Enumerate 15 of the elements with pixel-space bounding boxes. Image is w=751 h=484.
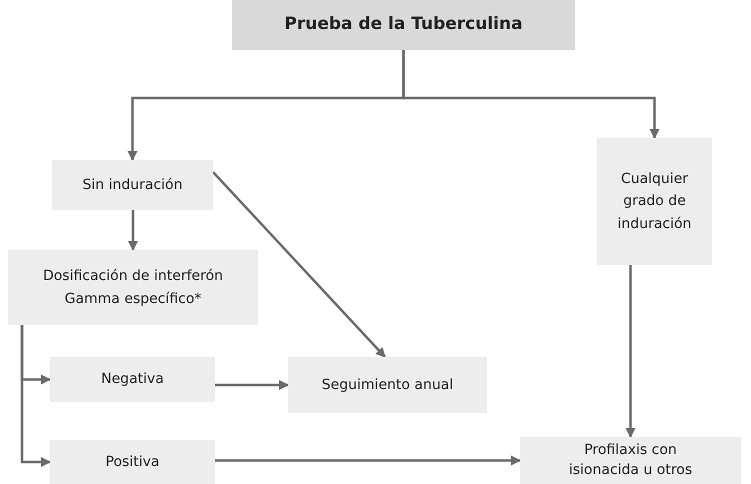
title-box: Prueba de la Tuberculina xyxy=(232,0,575,50)
arrow xyxy=(215,456,521,466)
result-box: Negativa xyxy=(50,357,215,402)
result-box: Positiva xyxy=(50,440,215,484)
arrow xyxy=(212,171,386,358)
arrow xyxy=(626,265,636,438)
process-box: Dosificación de interferón Gamma específico* xyxy=(8,250,258,325)
process-box: Profilaxis con isionacida u otros xyxy=(520,437,741,484)
process-box: Sin induración xyxy=(52,160,213,210)
process-box: Cualquier grado de induración xyxy=(597,138,712,265)
process-box: Seguimiento anual xyxy=(288,357,487,413)
arrow xyxy=(215,380,289,390)
arrow xyxy=(402,50,660,139)
arrow xyxy=(128,210,138,251)
arrow xyxy=(20,325,51,467)
